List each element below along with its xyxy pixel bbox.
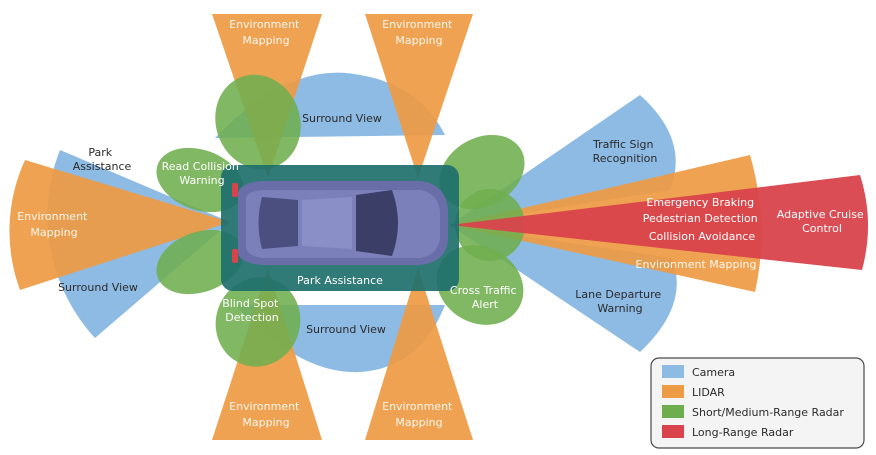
label-env-top-right: Environment Mapping — [382, 18, 456, 47]
label-emergency: Emergency Braking Pedestrian Detection C… — [643, 196, 762, 243]
legend-label-long-radar: Long-Range Radar — [692, 426, 794, 439]
radar-zone-front-top — [439, 134, 525, 210]
label-acc: Adaptive Cruise Control — [777, 208, 867, 235]
legend-label-camera: Camera — [692, 366, 735, 379]
label-surround-bottom: Surround View — [306, 323, 386, 336]
label-surround-top: Surround View — [302, 112, 382, 125]
label-park-assist-car: Park Assistance — [297, 274, 383, 287]
label-cross-traffic: Cross Traffic Alert — [450, 284, 520, 311]
legend-item-lidar: LIDAR — [662, 385, 725, 399]
label-traffic-sign: Traffic Sign Recognition — [592, 138, 657, 165]
label-env-bottom-right: Environment Mapping — [382, 400, 456, 429]
label-rear-collision: Read Collision Warning — [162, 160, 243, 187]
lidar-zone-left — [9, 160, 230, 290]
legend-swatch-short-radar — [662, 405, 684, 418]
label-blind-spot: Blind Spot Detection — [222, 297, 282, 324]
lidar-zone-top-right — [365, 14, 473, 178]
car-icon — [232, 181, 448, 265]
legend-swatch-camera — [662, 365, 684, 378]
legend-swatch-long-radar — [662, 425, 684, 438]
label-surround-left: Surround View — [58, 281, 138, 294]
label-env-bottom-left: Environment Mapping — [229, 400, 303, 429]
radar-zone-top-left — [215, 74, 301, 170]
label-env-front: Environment Mapping — [636, 258, 757, 271]
zone-labels: Environment Mapping Environment Mapping … — [17, 18, 867, 429]
legend-label-lidar: LIDAR — [692, 386, 725, 399]
label-env-left: Environment Mapping — [17, 210, 91, 239]
label-lane-departure: Lane Departure Warning — [575, 288, 664, 315]
long-range-radar-zone — [450, 175, 869, 270]
legend-item-short-radar: Short/Medium-Range Radar — [662, 405, 844, 419]
label-park-assist-left: Park Assistance — [73, 146, 132, 173]
lidar-zone-bottom-right — [365, 268, 473, 440]
legend-box — [650, 357, 865, 449]
label-env-top-left: Environment Mapping — [229, 18, 303, 47]
legend-item-camera: Camera — [662, 365, 735, 379]
legend-label-short-radar: Short/Medium-Range Radar — [692, 406, 844, 419]
radar-zone-bottom-left — [215, 277, 301, 367]
legend-swatch-lidar — [662, 385, 684, 398]
legend-item-long-radar: Long-Range Radar — [662, 425, 794, 439]
legend: Camera LIDAR Short/Medium-Range Radar Lo… — [650, 357, 865, 449]
